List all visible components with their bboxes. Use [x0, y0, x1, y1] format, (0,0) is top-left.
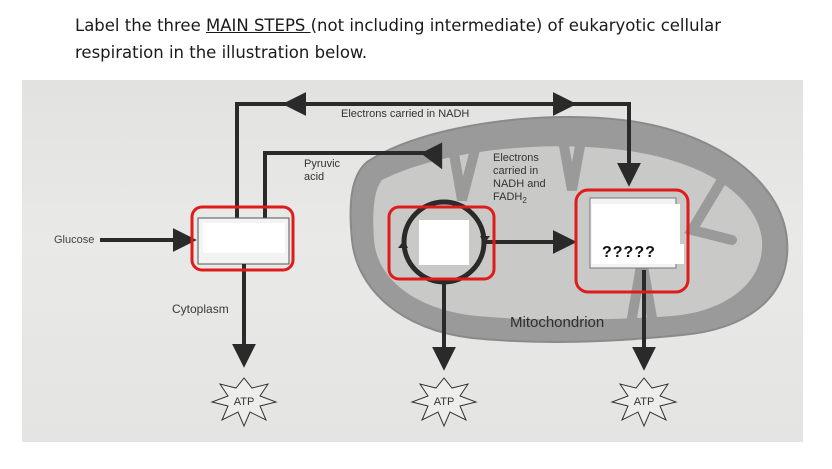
fadh-subscript: 2: [522, 196, 527, 206]
respiration-diagram-photo: Electrons carried in NADH Pyruvic acid E…: [22, 80, 803, 442]
atp-label-1: ATP: [233, 396, 255, 408]
pyruvic-line-1: Pyruvic: [304, 158, 341, 170]
etc-highlight: [574, 188, 690, 294]
glycolysis-label-cover: [203, 223, 285, 253]
fadh-line-1: Electrons: [493, 152, 539, 164]
atp-label-3: ATP: [633, 396, 655, 408]
pyruvic-line-2: acid: [304, 171, 325, 183]
glycolysis-highlight: [190, 205, 295, 272]
electrons-nadh-label: Electrons carried in NADH: [341, 108, 470, 120]
fadh-text: FADH: [493, 191, 523, 203]
pyruvic-arrow: [263, 142, 443, 242]
etc-label-cover: [592, 204, 680, 248]
question-text-start: Label the three: [75, 16, 206, 35]
question-text: Label the three MAIN STEPS (not includin…: [75, 12, 795, 66]
question-main-steps: MAIN STEPS: [205, 16, 311, 35]
krebs-label-cover: [419, 220, 469, 265]
atp-burst-2: [410, 377, 478, 428]
unknown-label-bg: [592, 244, 684, 264]
electrons-fadh-label: Electrons carried in NADH and FADH2: [493, 152, 546, 207]
question-text-end: (not including intermediate) of eukaryot…: [75, 16, 722, 62]
mitochondrion-cristae: [447, 130, 737, 323]
glucose-label: Glucose: [54, 234, 95, 246]
atp-label-2: ATP: [433, 396, 455, 408]
mitochondrion-label: Mitochondrion: [510, 314, 605, 331]
fadh-line-4: FADH2: [493, 191, 546, 207]
pyruvic-acid-label: Pyruvic acid: [304, 158, 340, 184]
fadh-line-3: NADH and: [493, 178, 546, 190]
atp-burst-1: [210, 377, 278, 428]
fadh-line-2: carried in: [493, 165, 539, 177]
nadh-arrow: [235, 92, 577, 240]
cytoplasm-label: Cytoplasm: [172, 302, 229, 316]
diagram-graphics: [100, 92, 789, 428]
unknown-step-label: ?????: [602, 244, 656, 261]
atp-burst-3: [610, 377, 678, 428]
krebs-highlight: [387, 205, 496, 281]
nadh-arrow-down: [572, 102, 641, 187]
